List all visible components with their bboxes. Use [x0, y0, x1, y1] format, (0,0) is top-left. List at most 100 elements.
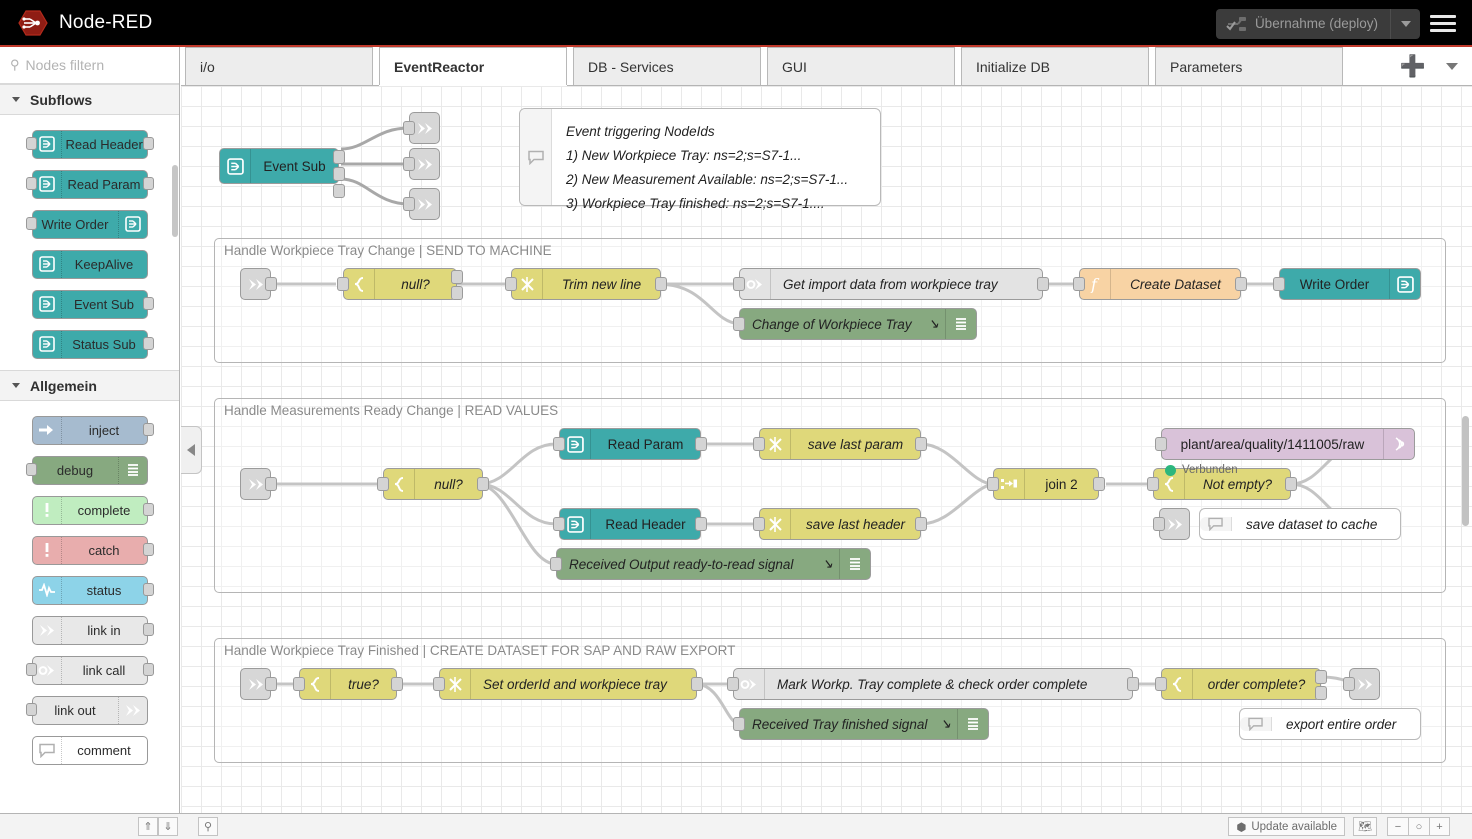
palette-search-box[interactable]: ⚲ Nodes filtern — [0, 47, 179, 84]
node-input-port[interactable] — [433, 677, 445, 691]
tab-parameters[interactable]: Parameters — [1155, 47, 1343, 85]
node-input-port[interactable] — [987, 477, 999, 491]
node-input-port[interactable] — [25, 703, 37, 716]
node-input-port[interactable] — [553, 517, 565, 531]
palette-collapse-handle[interactable] — [181, 426, 202, 474]
canvas-node-link-out-g2[interactable] — [1153, 508, 1190, 540]
palette-category-subflows[interactable]: Subflows — [0, 84, 179, 115]
node-input-port[interactable] — [733, 317, 745, 331]
palette-item-write-order[interactable]: Write Order — [0, 204, 179, 244]
canvas-group-tray-finished[interactable]: Handle Workpiece Tray Finished | CREATE … — [214, 638, 1446, 763]
canvas-node-debug-change-of-workpiece-tray[interactable]: Change of Workpiece Tray ↘ — [733, 308, 977, 340]
node-output-port[interactable] — [1285, 477, 1297, 491]
canvas-node-event-sub[interactable]: Event Sub — [219, 148, 345, 198]
node-input-port[interactable] — [403, 121, 415, 135]
palette-item-event-sub[interactable]: Event Sub — [0, 284, 179, 324]
node-output-port[interactable] — [1235, 277, 1247, 291]
zoom-out-button[interactable]: − — [1387, 817, 1408, 836]
tab-gui[interactable]: GUI — [767, 47, 955, 85]
node-input-port[interactable] — [25, 217, 37, 230]
node-output-port[interactable] — [265, 277, 277, 291]
canvas-node-join-2[interactable]: join 2 — [987, 468, 1105, 500]
palette-item-status-sub[interactable]: Status Sub — [0, 324, 179, 364]
palette-item-link-in[interactable]: link in — [0, 610, 179, 650]
map-navigator-icon[interactable]: 🗺 — [1353, 817, 1377, 836]
node-input-port[interactable] — [293, 677, 305, 691]
node-output-port[interactable] — [655, 277, 667, 291]
plus-icon[interactable]: ➕ — [1399, 54, 1426, 78]
palette-category-allgemein[interactable]: Allgemein — [0, 370, 179, 401]
node-output-port[interactable] — [691, 677, 703, 691]
canvas-vertical-scrollbar[interactable] — [1462, 416, 1469, 526]
node-output-port[interactable] — [333, 150, 345, 164]
chevron-down-icon[interactable] — [1446, 62, 1458, 70]
node-output-port[interactable] — [1315, 686, 1327, 700]
node-output-port[interactable] — [142, 623, 154, 636]
palette-item-catch[interactable]: catch — [0, 530, 179, 570]
node-input-port[interactable] — [733, 717, 745, 731]
canvas-node-get-import-data[interactable]: Get import data from workpiece tray — [733, 268, 1049, 300]
palette-item-keepalive[interactable]: KeepAlive — [0, 244, 179, 284]
node-input-port[interactable] — [1273, 277, 1285, 291]
canvas-link-out-1[interactable] — [403, 112, 440, 144]
canvas-node-order-complete[interactable]: order complete? — [1155, 668, 1327, 700]
node-output-port[interactable] — [695, 517, 707, 531]
canvas-node-link-in-g1[interactable] — [240, 268, 277, 300]
node-output-port[interactable] — [142, 663, 154, 676]
node-output-port[interactable] — [265, 677, 277, 691]
node-output-port[interactable] — [142, 423, 154, 436]
canvas-node-debug-received-output-ready[interactable]: Received Output ready-to-read signal ↘ — [550, 548, 871, 580]
canvas-comment-save-dataset-to-cache[interactable]: save dataset to cache — [1199, 508, 1401, 540]
canvas-node-link-out-g3[interactable] — [1343, 668, 1380, 700]
canvas-node-read-param[interactable]: Read Param — [553, 428, 707, 460]
node-output-port[interactable] — [142, 543, 154, 556]
node-input-port[interactable] — [1155, 677, 1167, 691]
node-output-port[interactable] — [915, 437, 927, 451]
node-output-port[interactable] — [333, 167, 345, 181]
chevrons-up-icon[interactable]: ⇑ — [138, 817, 158, 836]
canvas-node-not-empty[interactable]: Not empty? — [1147, 468, 1297, 500]
canvas-node-trim-new-line[interactable]: Trim new line — [505, 268, 667, 300]
canvas-node-mqtt-out[interactable]: plant/area/quality/1411005/raw — [1155, 428, 1415, 460]
canvas-link-out-2[interactable] — [403, 148, 440, 180]
canvas-node-save-last-header[interactable]: save last header — [753, 508, 927, 540]
zoom-reset-button[interactable]: ○ — [1408, 817, 1429, 836]
canvas-node-mark-workp-tray-complete[interactable]: Mark Workp. Tray complete & check order … — [727, 668, 1139, 700]
node-input-port[interactable] — [733, 277, 745, 291]
tab-io[interactable]: i/o — [185, 47, 373, 85]
node-input-port[interactable] — [403, 197, 415, 211]
palette-item-read-header[interactable]: Read Header — [0, 124, 179, 164]
node-output-port[interactable] — [265, 477, 277, 491]
palette-item-comment[interactable]: comment — [0, 730, 179, 770]
node-input-port[interactable] — [505, 277, 517, 291]
canvas-node-link-in-g2[interactable] — [240, 468, 277, 500]
node-output-port[interactable] — [1093, 477, 1105, 491]
node-input-port[interactable] — [1073, 277, 1085, 291]
palette-item-read-param[interactable]: Read Param — [0, 164, 179, 204]
canvas-comment-export-entire-order[interactable]: export entire order — [1239, 708, 1421, 740]
node-input-port[interactable] — [553, 437, 565, 451]
tab-initialize-db[interactable]: Initialize DB — [961, 47, 1149, 85]
tab-db-services[interactable]: DB - Services — [573, 47, 761, 85]
node-output-port[interactable] — [142, 177, 154, 190]
node-output-port[interactable] — [391, 677, 403, 691]
node-input-port[interactable] — [25, 663, 37, 676]
node-input-port[interactable] — [1155, 437, 1167, 451]
node-output-port[interactable] — [142, 583, 154, 596]
node-output-port[interactable] — [477, 477, 489, 491]
tab-eventreactor[interactable]: EventReactor — [379, 47, 567, 85]
node-output-port[interactable] — [142, 337, 154, 350]
canvas-node-write-order[interactable]: Write Order — [1273, 268, 1421, 300]
node-input-port[interactable] — [25, 177, 37, 190]
node-output-port[interactable] — [1127, 677, 1139, 691]
node-output-port[interactable] — [142, 297, 154, 310]
deploy-button[interactable]: Übernahme (deploy) — [1215, 8, 1420, 39]
node-input-port[interactable] — [1343, 677, 1355, 691]
hamburger-menu-icon[interactable] — [1430, 11, 1456, 36]
node-input-port[interactable] — [403, 157, 415, 171]
chevrons-down-icon[interactable]: ⇓ — [158, 817, 178, 836]
zoom-in-button[interactable]: + — [1429, 817, 1450, 836]
node-output-port[interactable] — [915, 517, 927, 531]
canvas-node-read-header[interactable]: Read Header — [553, 508, 707, 540]
node-output-port[interactable] — [333, 184, 345, 198]
